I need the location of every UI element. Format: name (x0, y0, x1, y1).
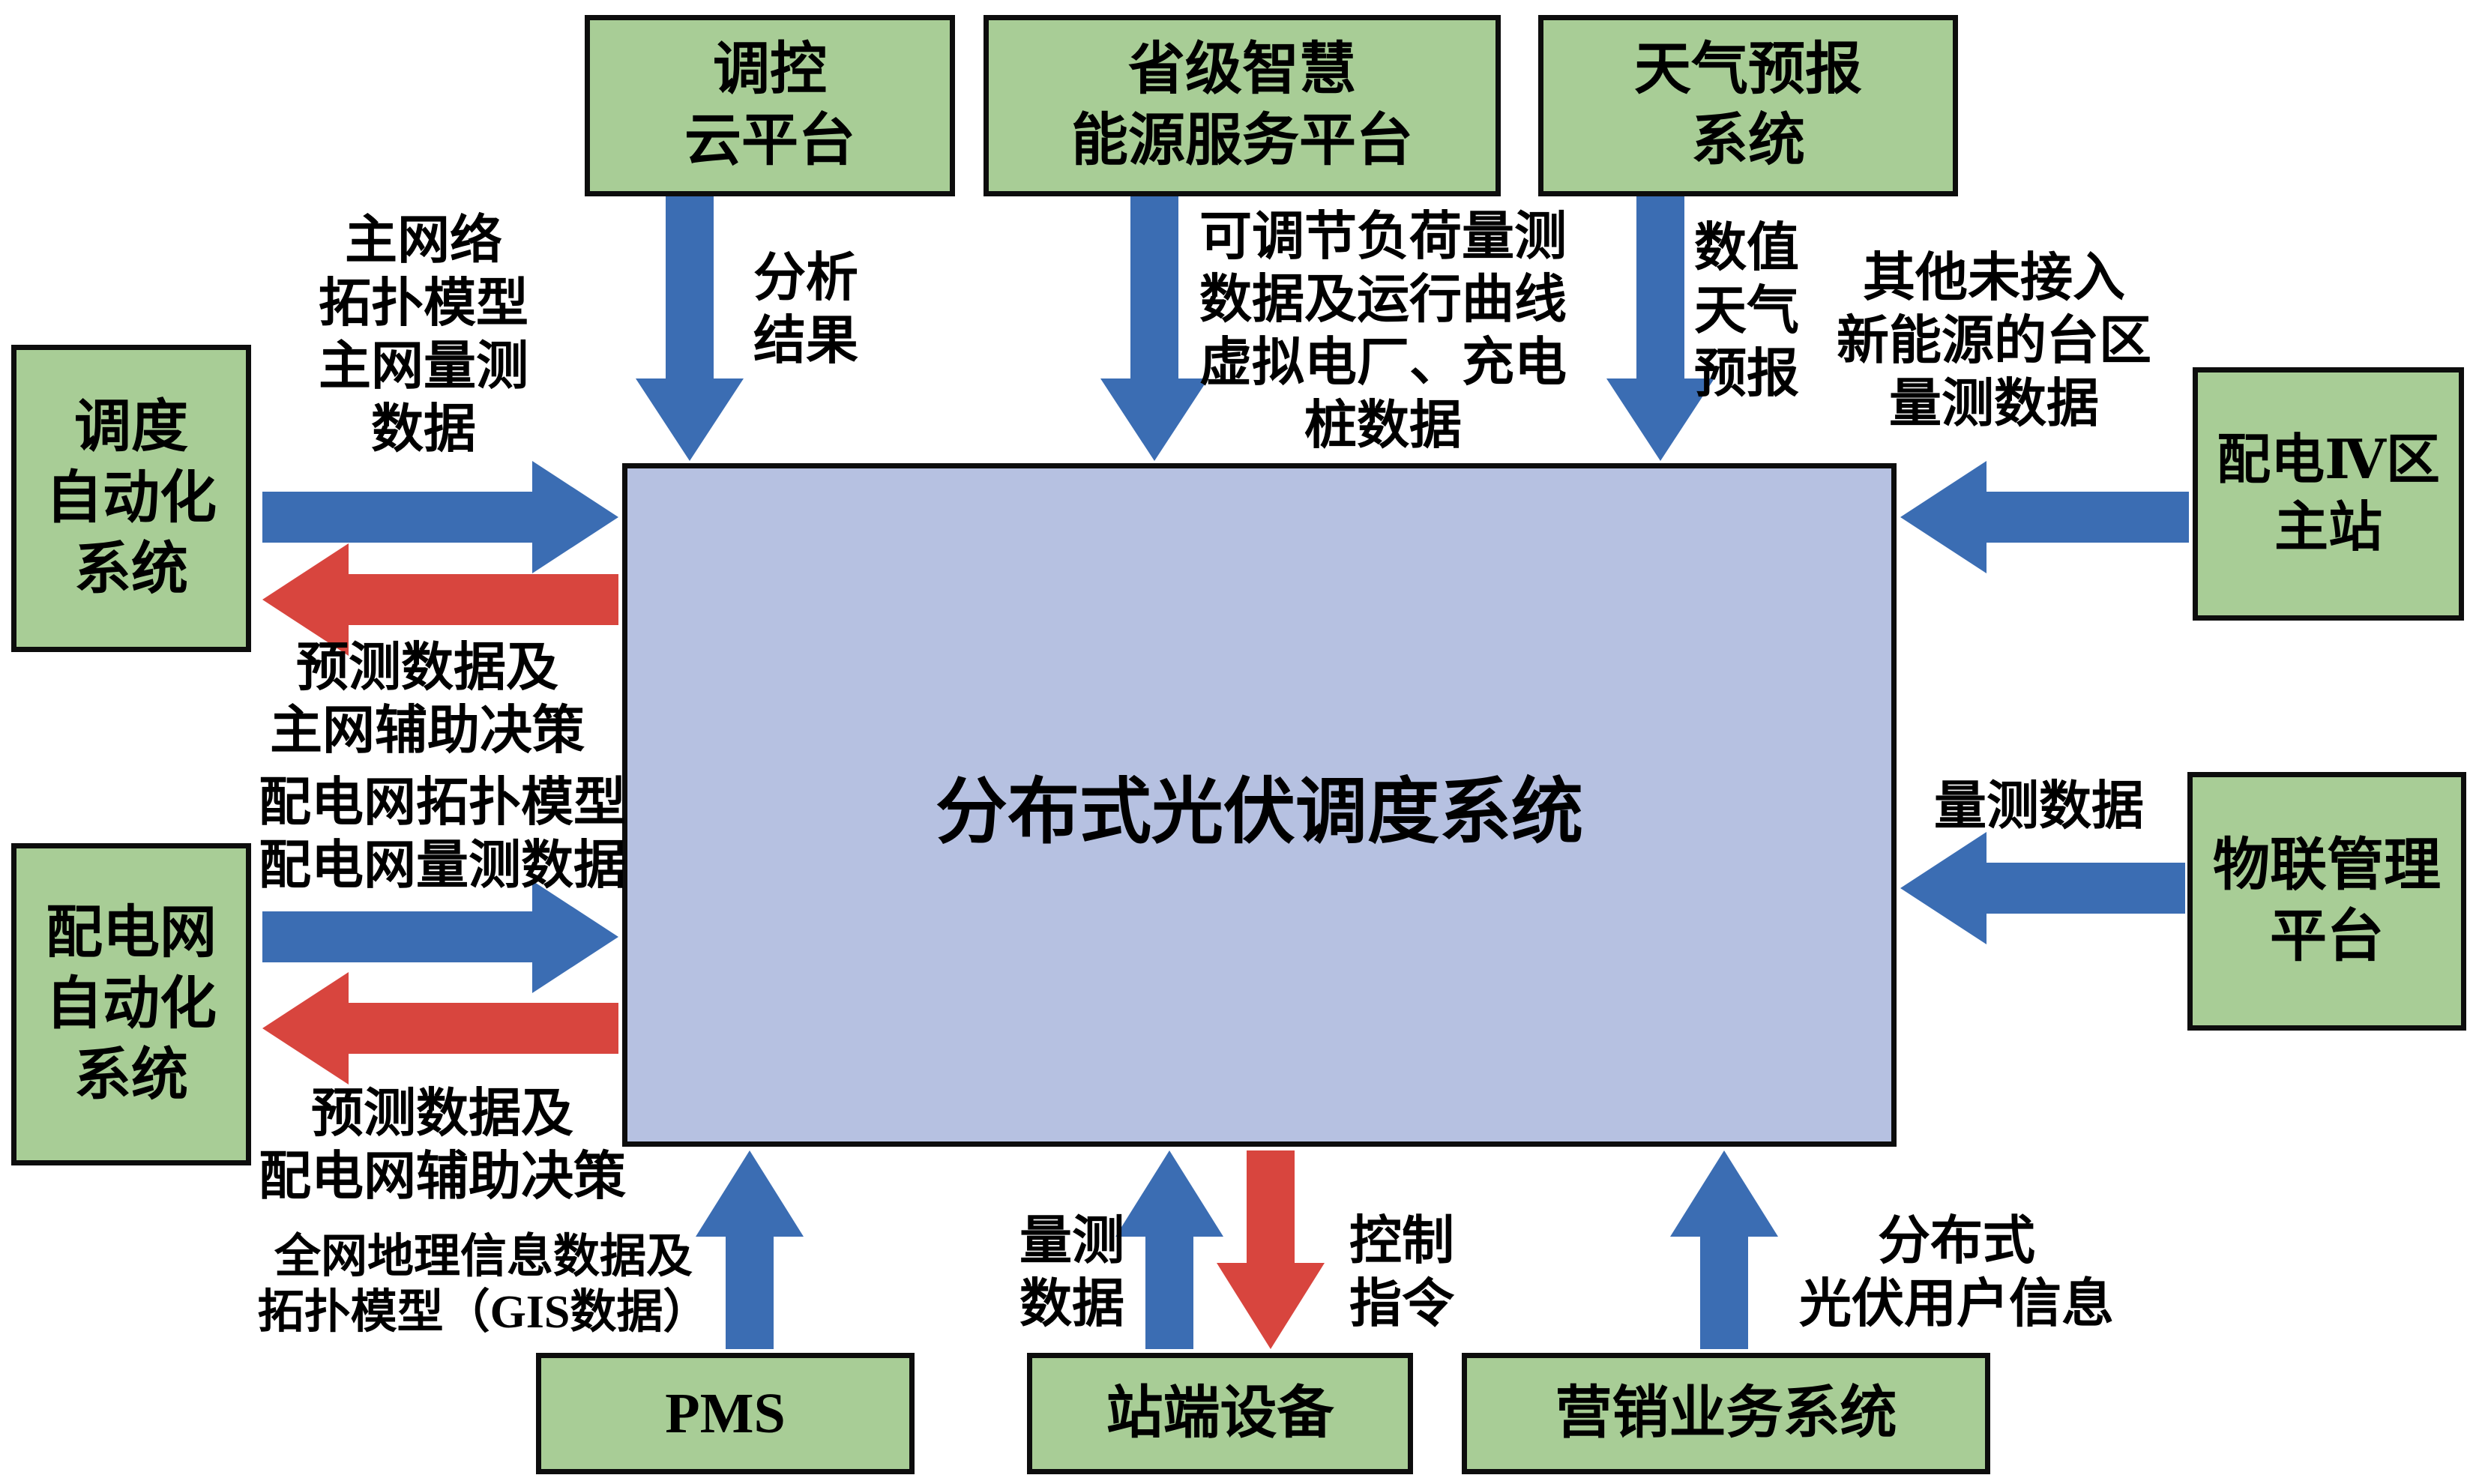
arrow-weather-to-center-icon (1606, 196, 1714, 461)
label-main-grid-topology-data: 主网络 拓扑模型 主网量测 数据 (319, 212, 528, 459)
arrow-station-to-center-icon (1115, 1150, 1223, 1349)
box-weather-forecast-system: 天气预报 系统 (1538, 15, 1958, 196)
arrow-zone4-to-center-icon (1900, 461, 2189, 573)
label-numeric-weather-forecast: 数值 天气 预报 (1694, 220, 1799, 403)
arrow-marketing-to-center-icon (1670, 1150, 1778, 1349)
arrow-provincial-to-center-icon (1100, 196, 1208, 461)
arrow-dispatch-to-center-icon (262, 461, 618, 573)
label-forecast-main-grid-decision: 预测数据及 主网辅助决策 (270, 639, 585, 760)
arrow-pms-to-center-icon (696, 1150, 804, 1349)
box-distribution-zone4-master-station: 配电Ⅳ区 主站 (2193, 367, 2464, 621)
label-measurement-data-station: 量测 数据 (1019, 1213, 1124, 1333)
box-distributed-pv-dispatch-system: 分布式光伏调度系统 (622, 463, 1897, 1147)
box-dispatch-automation-system: 调度 自动化 系统 (11, 345, 251, 652)
label-other-taiqu-measurement: 其他未接入 新能源的台区 量测数据 (1837, 250, 2151, 433)
arrow-iot-to-center-icon (1900, 832, 2185, 944)
label-analysis-result: 分析 结果 (753, 250, 858, 370)
arrow-center-to-distnet-icon (262, 972, 618, 1085)
box-pms: PMS (536, 1353, 915, 1474)
arrow-center-to-dispatch-icon (262, 543, 618, 656)
box-distribution-automation-system: 配电网 自动化 系统 (11, 843, 251, 1165)
label-distributed-pv-user-info: 分布式 光伏用户信息 (1799, 1213, 2114, 1333)
label-dist-grid-topology-data: 配电网拓扑模型 配电网量测数据 (259, 774, 626, 895)
label-control-command: 控制 指令 (1349, 1213, 1454, 1333)
label-forecast-dist-grid-decision: 预测数据及 配电网辅助决策 (259, 1085, 626, 1206)
label-adjustable-load-data: 可调节负荷量测 数据及运行曲线 虚拟电厂、充电 桩数据 (1199, 208, 1567, 455)
box-iot-management-platform: 物联管理 平台 (2187, 772, 2466, 1031)
arrow-center-to-station-icon (1217, 1150, 1325, 1349)
label-gis-data: 全网地理信息数据及 拓扑模型（GIS数据） (257, 1231, 710, 1339)
arrow-distnet-to-center-icon (262, 881, 618, 993)
box-station-terminal-equipment: 站端设备 (1027, 1353, 1413, 1474)
box-marketing-business-system: 营销业务系统 (1462, 1353, 1990, 1474)
arrow-cloud-to-center-icon (636, 196, 744, 461)
box-provincial-energy-platform: 省级智慧 能源服务平台 (984, 15, 1501, 196)
box-control-cloud-platform: 调控 云平台 (585, 15, 955, 196)
label-measurement-data-iot: 量测数据 (1934, 778, 2144, 836)
